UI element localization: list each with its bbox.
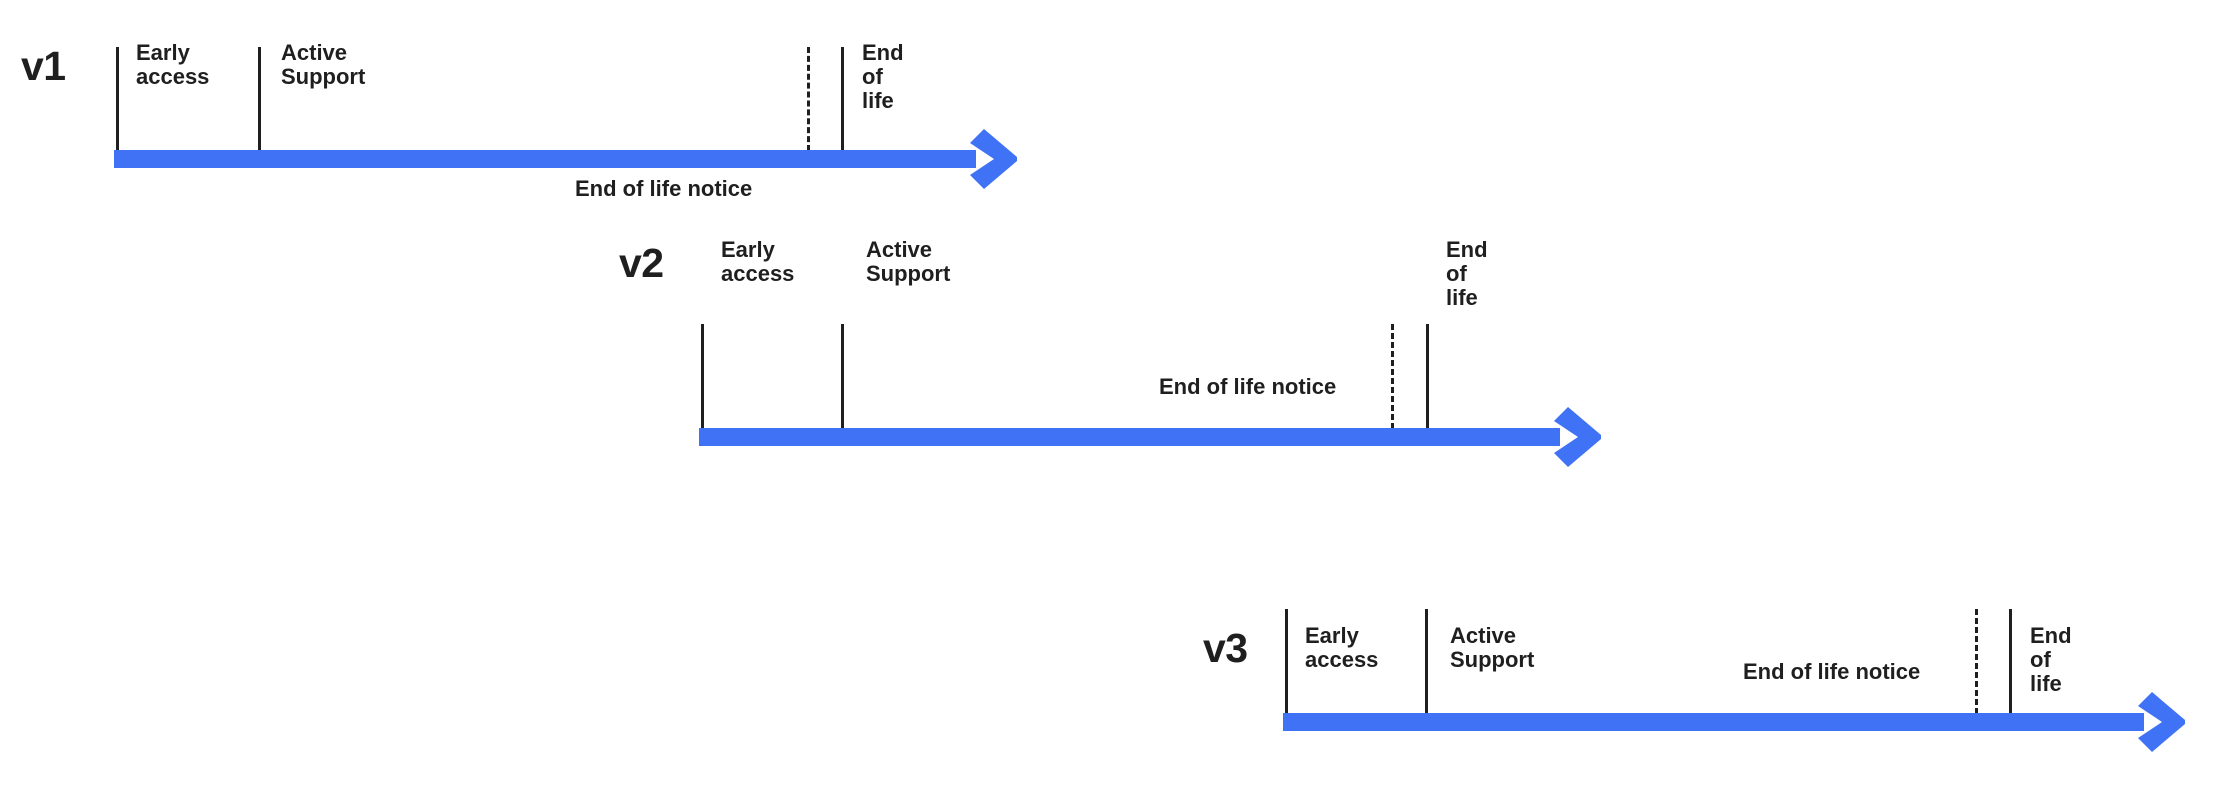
lifecycle-arrow-head-v1: [964, 129, 1020, 189]
version-label-v3: v3: [1203, 625, 1248, 671]
eol-notice-marker-v3: [1975, 609, 1978, 714]
lifecycle-arrow-shaft-v1: [114, 150, 976, 168]
phase-label-early-access-v2: Early access: [721, 237, 795, 286]
phase-divider-early-active-v2: [841, 324, 844, 429]
lifecycle-arrow-head-v3: [2132, 692, 2188, 752]
phase-divider-early-active-v3: [1425, 609, 1428, 714]
version-label-v1: v1: [21, 43, 66, 89]
lifecycle-arrow-shaft-v2: [699, 428, 1560, 446]
eol-notice-marker-v1: [807, 47, 810, 151]
eol-notice-label-v2: End of life notice: [1159, 374, 1337, 399]
phase-label-active-support-v1: Active Support: [281, 40, 366, 89]
phase-label-active-support-v2: Active Support: [866, 237, 951, 286]
lifecycle-arrow-head-v2: [1548, 407, 1604, 467]
version-label-v2: v2: [619, 240, 664, 286]
phase-divider-active-eol-v2: [1426, 324, 1429, 429]
phase-divider-start-v3: [1285, 609, 1288, 714]
phase-divider-active-eol-v1: [841, 47, 844, 151]
lifecycle-arrow-shaft-v3: [1283, 713, 2144, 731]
phase-divider-active-eol-v3: [2009, 609, 2012, 714]
phase-label-end-of-life-v3: End of life: [2030, 623, 2072, 696]
eol-notice-marker-v2: [1391, 324, 1394, 429]
eol-notice-label-v1: End of life notice: [575, 176, 753, 201]
phase-label-early-access-v1: Early access: [136, 40, 210, 89]
phase-label-active-support-v3: Active Support: [1450, 623, 1535, 672]
eol-notice-label-v3: End of life notice: [1743, 659, 1921, 684]
phase-label-end-of-life-v2: End of life: [1446, 237, 1488, 310]
phase-divider-early-active-v1: [258, 47, 261, 151]
phase-label-end-of-life-v1: End of life: [862, 40, 904, 113]
phase-divider-start-v2: [701, 324, 704, 429]
phase-label-early-access-v3: Early access: [1305, 623, 1379, 672]
phase-divider-start-v1: [116, 47, 119, 151]
